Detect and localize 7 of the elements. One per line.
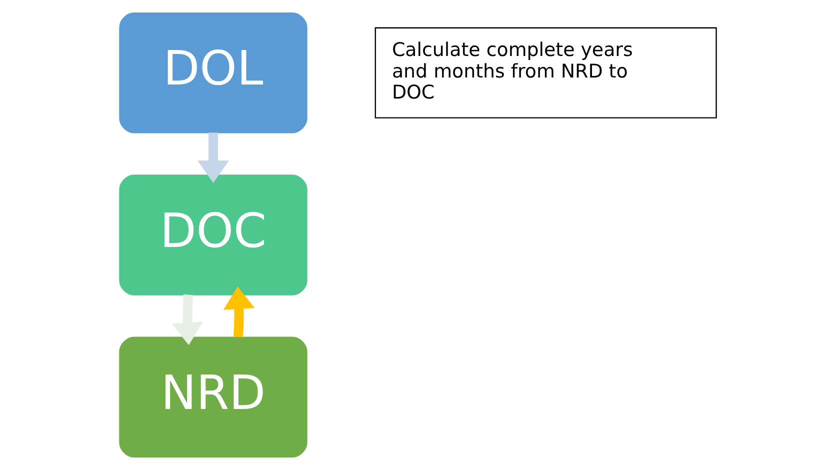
node-box: NRD: [118, 336, 307, 458]
node-box: DOC: [118, 174, 307, 296]
node-box: Calculate complete years and months from NRD to DOC: [374, 27, 716, 118]
arrow: [171, 294, 203, 346]
arrow: [197, 132, 228, 183]
arrow: [222, 286, 254, 338]
node-box: DOL: [118, 12, 307, 134]
